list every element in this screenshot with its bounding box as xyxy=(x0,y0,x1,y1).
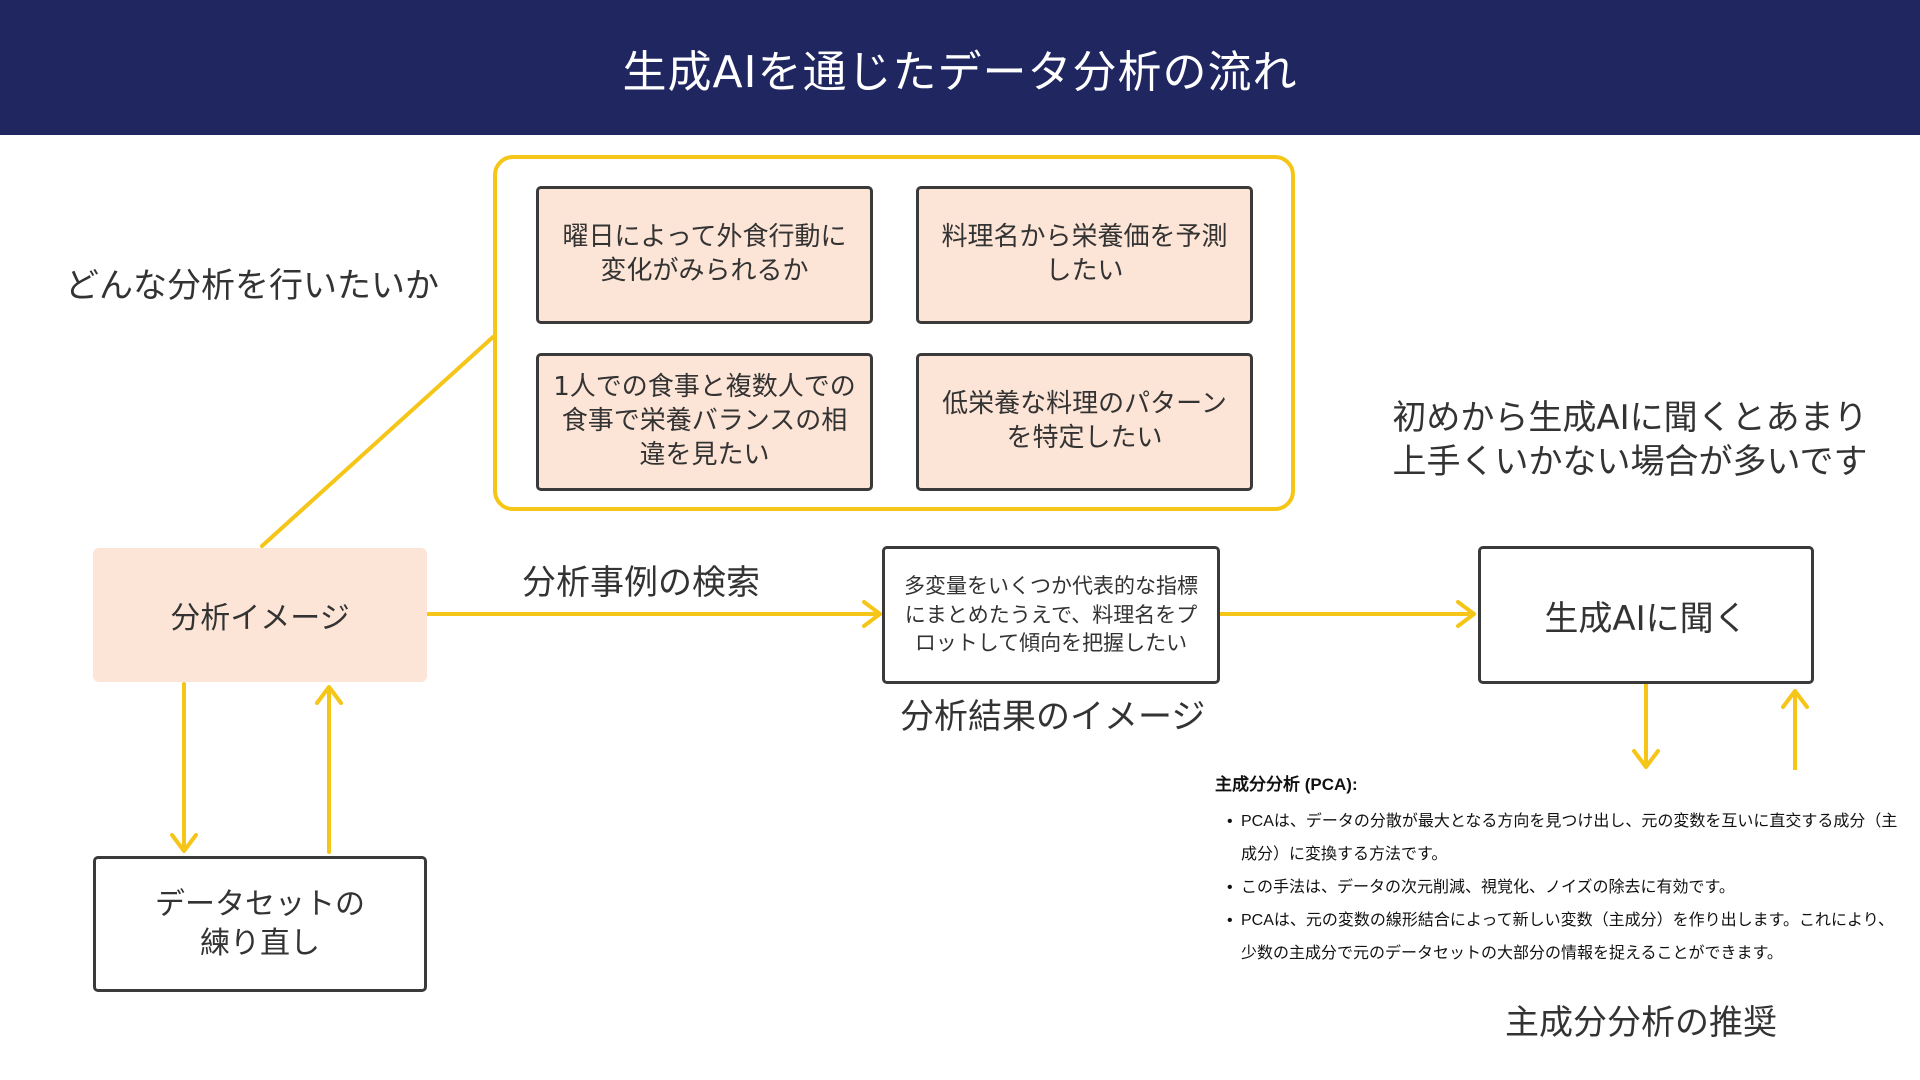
bullet-icon: • xyxy=(1227,813,1233,830)
dataset-rework-box: データセットの 練り直し xyxy=(93,856,427,992)
result-image-box: 多変量をいくつか代表的な指標にまとめたうえで、料理名をプロットして傾向を把握した… xyxy=(882,546,1220,684)
pca-note-list: • PCAは、データの分散が最大となる方向を見つけ出し、元の変数を互いに直交する… xyxy=(1215,805,1905,970)
goal-weekday-dining: 曜日によって外食行動に変化がみられるか xyxy=(536,186,873,324)
analysis-image-box: 分析イメージ xyxy=(93,548,427,682)
goal-low-nutrition-patterns: 低栄養な料理のパターンを特定したい xyxy=(916,353,1253,491)
ask-ai-box: 生成AIに聞く xyxy=(1478,546,1814,684)
recommend-label: 主成分分析の推奨 xyxy=(1505,1003,1777,1043)
connector-goals-to-analysis xyxy=(260,335,495,548)
pca-note-item: • この手法は、データの次元削減、視覚化、ノイズの除去に有効です。 xyxy=(1215,871,1905,904)
arrow-analysis-to-result-head xyxy=(862,600,882,628)
arrow-pca-to-ai-head xyxy=(1781,689,1809,709)
slide-title: 生成AIを通じたデータ分析の流れ xyxy=(622,46,1298,98)
header-bar: 生成AIを通じたデータ分析の流れ xyxy=(0,0,1920,135)
pca-note: 主成分分析 (PCA): • PCAは、データの分散が最大となる方向を見つけ出し… xyxy=(1215,770,1905,970)
arrow-ai-to-pca-head xyxy=(1632,749,1660,769)
search-label: 分析事例の検索 xyxy=(522,563,760,603)
goal-solo-vs-group-meals: 1人での食事と複数人での食事で栄養バランスの相違を見たい xyxy=(536,353,873,491)
arrow-dataset-to-analysis-head xyxy=(315,685,343,705)
goal-nutrition-prediction: 料理名から栄養価を予測したい xyxy=(916,186,1253,324)
bullet-icon: • xyxy=(1227,912,1233,929)
arrow-analysis-to-dataset-head xyxy=(170,833,198,853)
pca-note-item: • PCAは、データの分散が最大となる方向を見つけ出し、元の変数を互いに直交する… xyxy=(1215,805,1905,871)
result-caption-label: 分析結果のイメージ xyxy=(900,697,1206,737)
pca-note-item: • PCAは、元の変数の線形結合によって新しい変数（主成分）を作り出します。これ… xyxy=(1215,904,1905,970)
arrow-result-to-ai-head xyxy=(1456,600,1476,628)
pca-note-text: この手法は、データの次元削減、視覚化、ノイズの除去に有効です。 xyxy=(1241,879,1735,896)
pca-note-text: PCAは、元の変数の線形結合によって新しい変数（主成分）を作り出します。これによ… xyxy=(1241,912,1895,962)
pca-note-text: PCAは、データの分散が最大となる方向を見つけ出し、元の変数を互いに直交する成分… xyxy=(1241,813,1898,863)
pca-note-title: 主成分分析 (PCA): xyxy=(1215,775,1358,794)
question-label: どんな分析を行いたいか xyxy=(65,266,439,306)
analysis-goals-group: 曜日によって外食行動に変化がみられるか 料理名から栄養価を予測したい 1人での食… xyxy=(493,155,1295,511)
warning-text: 初めから生成AIに聞くとあまり 上手くいかない場合が多いです xyxy=(1392,398,1868,483)
bullet-icon: • xyxy=(1227,879,1233,896)
